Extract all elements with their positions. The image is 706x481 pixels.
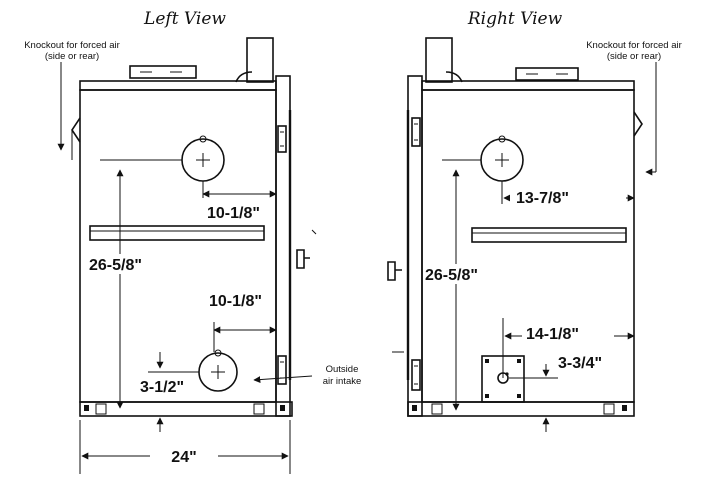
left-flue — [246, 37, 274, 83]
right-height-dim-bg — [424, 264, 486, 284]
right-body — [421, 89, 635, 403]
left-foot-tab — [253, 403, 265, 415]
left-horizontal-rail — [89, 225, 265, 241]
left-top-bracket — [129, 65, 197, 79]
left-intake-leader — [253, 375, 313, 384]
right-height-dim: 26-5/8" — [425, 267, 478, 284]
right-hinge-bottom — [411, 359, 421, 391]
left-hinge-bottom — [277, 355, 287, 385]
right-plate-offset-dim: 14-1/8" — [526, 326, 579, 343]
right-top-flange — [421, 80, 635, 91]
right-foot — [622, 405, 627, 411]
right-access-plate — [481, 355, 525, 403]
left-lower-knockout-tab — [214, 349, 222, 357]
right-flue — [425, 37, 453, 83]
right-side-knockout-marker — [633, 111, 643, 137]
left-hinge-top — [277, 125, 287, 153]
left-height-dim: 26-5/8" — [89, 257, 142, 274]
right-horizontal-rail — [471, 227, 627, 243]
right-foot-tab — [603, 403, 615, 415]
left-door-handle — [296, 249, 310, 269]
right-plate-height-dim: 3-3/4" — [558, 355, 602, 372]
right-door-handle — [387, 261, 402, 281]
left-bottom-offset-dim: 10-1/8" — [209, 293, 262, 310]
right-hinge-top — [411, 117, 421, 147]
right-top-offset-dim: 13-7/8" — [516, 190, 569, 207]
left-height-dim-bg — [90, 254, 150, 274]
right-view-title: Right View — [467, 9, 563, 29]
left-side-knockout-marker — [71, 117, 81, 143]
left-body — [79, 89, 277, 403]
right-plate-offset-dim-bg — [522, 322, 614, 342]
left-view-title: Left View — [143, 9, 226, 29]
left-width-dim: 24" — [171, 449, 196, 466]
right-view: Right View Knockout for forced air — [387, 9, 682, 432]
right-knockout-note-sub: (side or rear) — [607, 51, 661, 62]
left-knockout-note: Knockout for forced air — [24, 40, 120, 51]
left-handle-mark — [311, 229, 317, 235]
left-foot-tab — [95, 403, 107, 415]
right-knockout-note: Knockout for forced air — [586, 40, 682, 51]
right-foot — [412, 405, 417, 411]
left-knockout-tab — [199, 135, 207, 143]
left-bottom-flange — [79, 401, 293, 417]
right-intake-hole — [497, 372, 509, 384]
right-top-bracket — [515, 67, 579, 81]
right-foot-tab — [431, 403, 443, 415]
left-knockout-note-sub: (side or rear) — [45, 51, 99, 62]
left-foot — [280, 405, 285, 411]
left-intake-note: Outside — [326, 364, 359, 375]
left-top-offset-dim: 10-1/8" — [207, 205, 260, 222]
left-bottom-height-dim: 3-1/2" — [140, 379, 184, 396]
left-intake-note-sub: air intake — [323, 376, 362, 387]
left-view: Left View — [24, 9, 361, 474]
right-top-offset-dim-bg — [510, 186, 626, 206]
right-knockout-tab — [498, 135, 506, 143]
left-foot — [84, 405, 89, 411]
